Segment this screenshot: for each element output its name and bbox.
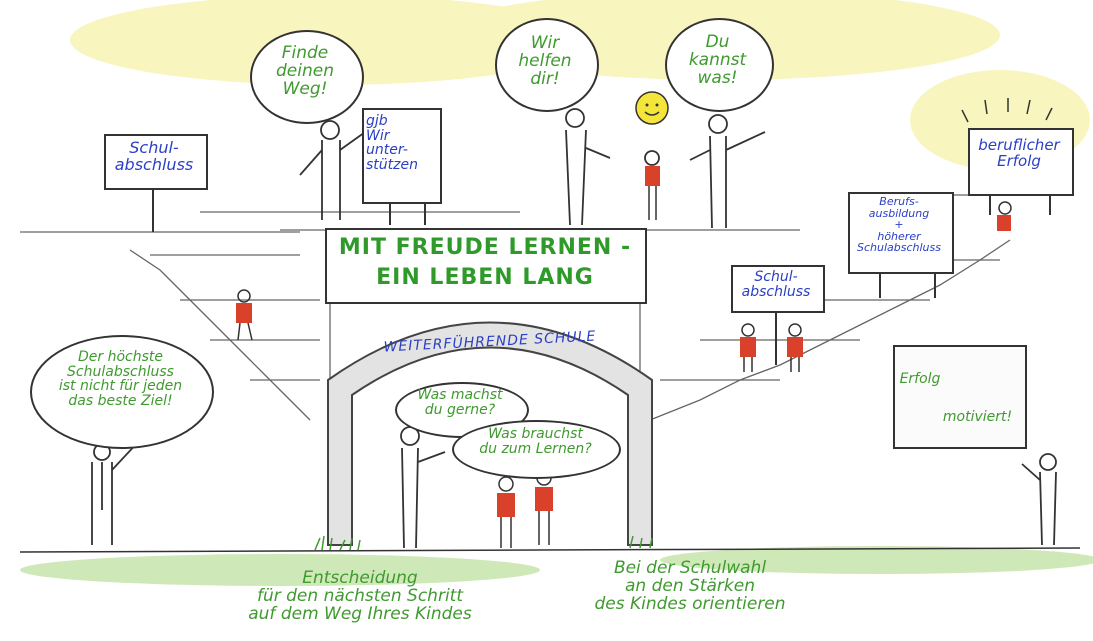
bubble-machst-text: Was machst du gerne? xyxy=(417,387,503,418)
school-arch xyxy=(327,321,653,546)
grass xyxy=(314,535,653,551)
sun-icon xyxy=(635,91,669,125)
red-children xyxy=(236,166,1012,548)
bubble-brauchst-text: Was brauchst du zum Lernen? xyxy=(479,426,592,457)
sign-berufsausbildung xyxy=(848,192,954,274)
bubble-kannst-text: Du kannst was! xyxy=(688,32,747,88)
sign-schulabschluss-left-text: Schul- abschluss xyxy=(114,138,194,174)
sign-berufsausbildung-text: Berufs- ausbildung + höherer Schulabschl… xyxy=(857,195,941,255)
board-motiviert-bottom: motiviert! xyxy=(942,409,1013,425)
bubble-kannst xyxy=(665,18,774,112)
ground xyxy=(19,546,1093,586)
sign-schulabschluss-right-text: Schul- abschluss xyxy=(741,269,811,300)
sign-schulabschluss-left xyxy=(104,134,208,190)
sign-gjb xyxy=(362,108,442,204)
bubble-finde xyxy=(250,30,364,124)
bubble-hoechste xyxy=(30,335,214,449)
sign-gjb-text: gjb Wir unter- stützen xyxy=(366,113,418,174)
banner xyxy=(325,228,647,304)
sign-erfolg-text: beruflicher Erfolg xyxy=(978,136,1060,170)
bubble-finde-text: Finde deinen Weg! xyxy=(276,43,334,99)
bubble-brauchst xyxy=(452,420,621,479)
sign-erfolg xyxy=(968,128,1074,196)
board-motiviert-top: Erfolg xyxy=(899,371,941,387)
sign-schulabschluss-right xyxy=(731,265,825,313)
bubble-helfen xyxy=(495,18,599,112)
bubble-hoechste-text: Der höchste Schulabschluss ist nicht für… xyxy=(58,349,183,410)
lightbulb-rays-icon xyxy=(961,98,1053,123)
banner-line2: EIN LEBEN LANG xyxy=(376,265,594,290)
bubble-helfen-text: Wir helfen dir! xyxy=(518,33,572,89)
banner-line1: MIT FREUDE LERNEN - xyxy=(338,235,632,260)
caption-schulwahl: Bei der Schulwahl an den Stärken des Kin… xyxy=(594,558,786,614)
caption-entscheidung: Entscheidung für den nächsten Schritt au… xyxy=(248,568,472,624)
board-motiviert xyxy=(893,345,1027,449)
people xyxy=(91,108,1057,549)
sign-posts xyxy=(152,188,1051,365)
